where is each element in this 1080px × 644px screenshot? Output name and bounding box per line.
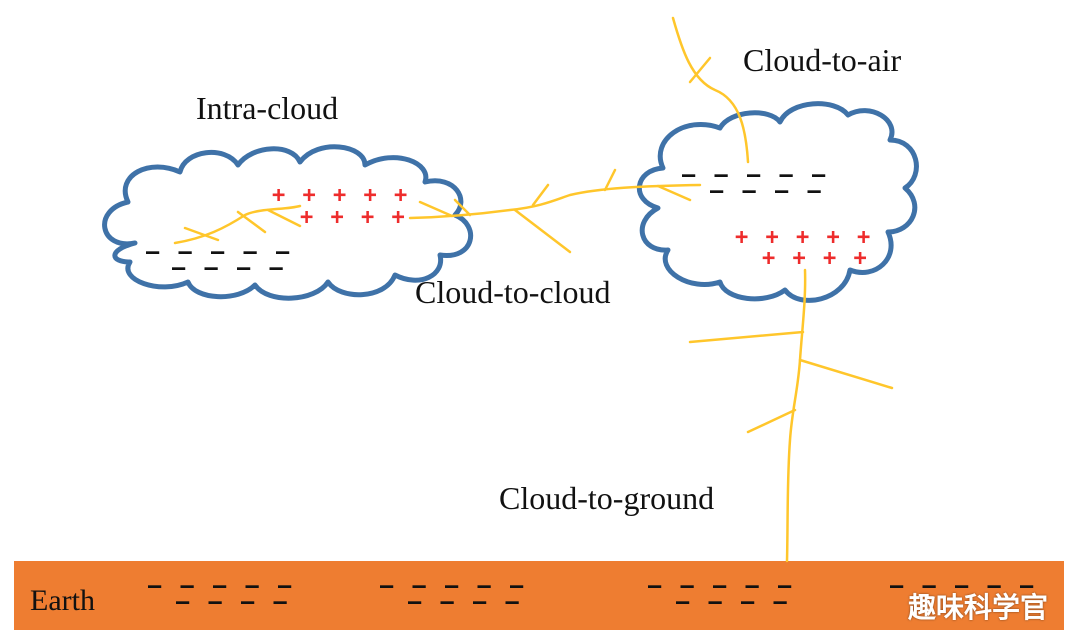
cloud-to-ground-lightning: [688, 268, 894, 563]
earth-negative-charges-1-row1: – – – – –: [148, 574, 295, 599]
intra-cloud-bolt: [173, 204, 302, 245]
intra-cloud-lightning: [173, 204, 302, 245]
right-cloud-negative-charges-row1: – – – – –: [682, 163, 829, 188]
left-cloud-negative-charges-row2: – – – –: [172, 256, 286, 281]
watermark-text: 趣味科学官: [908, 591, 1049, 624]
cloud-to-cloud-branch: [513, 208, 572, 254]
intra-cloud-branch: [266, 208, 302, 228]
cloud-to-ground-branch: [746, 408, 797, 434]
intra-cloud-branch: [236, 210, 267, 234]
cloud-to-cloud-branch: [418, 200, 454, 218]
left-cloud-outline: [102, 144, 474, 301]
cloud-to-cloud-branch: [656, 184, 692, 202]
earth-label: Earth: [30, 584, 95, 617]
cloud-to-air-label: Cloud-to-air: [743, 42, 902, 78]
cloud-to-cloud-branch: [453, 198, 472, 217]
cloud-to-ground-branch: [688, 330, 805, 344]
earth-negative-charges-2-row2: – – – –: [408, 590, 522, 615]
intra-cloud-label: Intra-cloud: [196, 90, 339, 126]
earth-negative-charges-2-row1: – – – – –: [380, 574, 527, 599]
cloud-to-ground-branch: [798, 358, 894, 390]
cloud-to-cloud-branch: [531, 183, 550, 207]
cloud-to-air-branch: [688, 56, 712, 84]
left-cloud-positive-charges-row1: + + + + +: [272, 183, 410, 208]
cloud-to-ground-label: Cloud-to-ground: [499, 480, 715, 516]
earth-negative-charges-4-row1: – – – – –: [890, 574, 1037, 599]
earth-negative-charges-3-row2: – – – –: [676, 590, 790, 615]
intra-cloud-branch: [183, 226, 220, 242]
cloud-to-cloud-lightning: [408, 168, 702, 254]
right-cloud-positive-charges-row2: + + + +: [762, 246, 869, 271]
left-cloud-positive-charges-row2: + + + +: [300, 205, 407, 230]
cloud-to-air-bolt: [671, 16, 750, 164]
cloud-to-cloud-branch: [603, 168, 617, 192]
cloud-to-cloud-bolt: [408, 183, 702, 220]
earth-ground-band: [14, 561, 1064, 630]
earth-negative-charges-1-row2: – – – –: [176, 590, 290, 615]
right-cloud-negative-charges-row2: – – – –: [710, 179, 824, 204]
cloud-to-air-lightning: [671, 16, 750, 164]
right-cloud-positive-charges-row1: + + + + +: [735, 225, 873, 250]
earth-negative-charges-3-row1: – – – – –: [648, 574, 795, 599]
cloud-to-ground-bolt: [785, 268, 807, 563]
left-cloud-negative-charges-row1: – – – – –: [146, 240, 293, 265]
right-cloud-outline: [637, 101, 919, 303]
cloud-to-cloud-label: Cloud-to-cloud: [415, 274, 611, 310]
